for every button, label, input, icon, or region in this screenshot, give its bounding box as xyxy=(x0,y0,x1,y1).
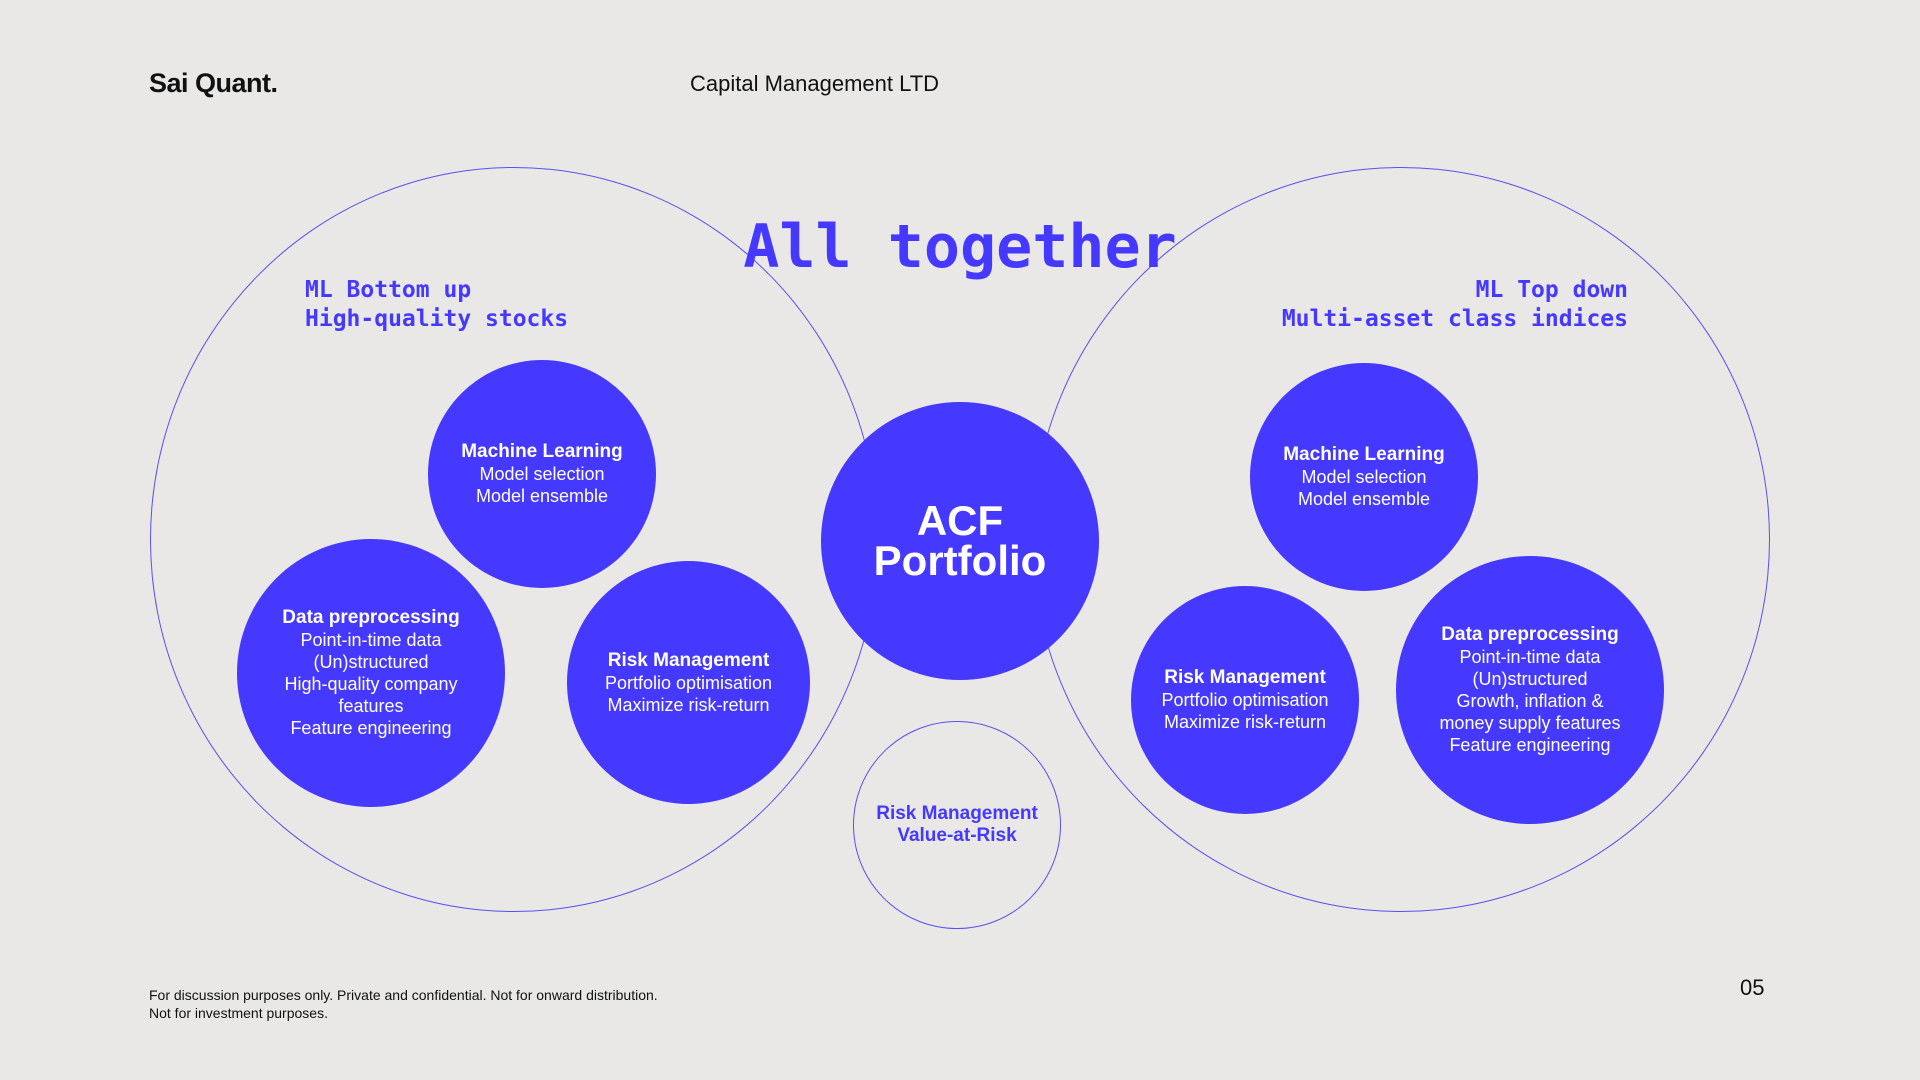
logo: Sai Quant. xyxy=(149,68,278,98)
bubble-line: Point-in-time data xyxy=(1459,647,1601,667)
bubble-line: Model selection xyxy=(1301,467,1427,487)
right-machine-learning-bubble: Machine Learning Model selection Model e… xyxy=(1250,363,1478,591)
bubble-title: Risk Management xyxy=(1164,667,1326,688)
left-group-title-line1: ML Bottom up xyxy=(305,277,472,303)
bubble-title: Risk Management xyxy=(607,649,770,671)
acf-portfolio-bubble: ACF Portfolio xyxy=(821,402,1099,680)
bubble-line: Feature engineering xyxy=(1449,735,1611,755)
bubble-line: Model ensemble xyxy=(475,486,609,506)
bubble-line: Feature engineering xyxy=(290,718,452,738)
bubble-line: (Un)structured xyxy=(313,652,429,672)
right-group-title-line1: ML Top down xyxy=(1475,277,1628,303)
left-group-title: ML Bottom up High-quality stocks xyxy=(305,276,568,334)
bubble-line: Model ensemble xyxy=(1297,489,1431,509)
bubble-line: Maximize risk-return xyxy=(1163,712,1327,732)
bubble-line: (Un)structured xyxy=(1472,669,1588,689)
center-line1: ACF xyxy=(916,497,1004,544)
left-group-title-line2: High-quality stocks xyxy=(305,306,569,332)
disclaimer: For discussion purposes only. Private an… xyxy=(149,987,658,1021)
bubble-title: Data preprocessing xyxy=(1441,624,1619,645)
bubble-line: Portfolio optimisation xyxy=(1161,690,1329,710)
left-risk-management-bubble: Risk Management Portfolio optimisation M… xyxy=(567,561,810,804)
right-data-preprocessing-bubble: Data preprocessing Point-in-time data (U… xyxy=(1396,556,1664,824)
bubble-line: Point-in-time data xyxy=(300,630,442,650)
right-group-title: ML Top down Multi-asset class indices xyxy=(1282,276,1628,334)
bottom-bubble-line2: Value-at-Risk xyxy=(897,825,1017,846)
bottom-bubble-line1: Risk Management xyxy=(876,803,1038,824)
right-risk-management-bubble: Risk Management Portfolio optimisation M… xyxy=(1131,586,1359,814)
center-line2: Portfolio xyxy=(873,537,1047,584)
page-number: 05 xyxy=(1740,975,1765,1000)
risk-management-var-bubble: Risk Management Value-at-Risk xyxy=(853,721,1061,929)
left-machine-learning-bubble: Machine Learning Model selection Model e… xyxy=(428,360,656,588)
bubble-title: Data preprocessing xyxy=(282,607,460,628)
bubble-title: Machine Learning xyxy=(1283,444,1445,465)
bubble-line: Growth, inflation & xyxy=(1456,691,1604,711)
bubble-line: Portfolio optimisation xyxy=(604,672,773,693)
bubble-line: High-quality company xyxy=(284,674,458,694)
slide-title: All together xyxy=(743,212,1177,282)
company-name: Capital Management LTD xyxy=(690,71,940,96)
left-data-preprocessing-bubble: Data preprocessing Point-in-time data (U… xyxy=(237,539,505,807)
right-group-title-line2: Multi-asset class indices xyxy=(1281,306,1628,332)
bubble-line: money supply features xyxy=(1439,713,1621,733)
bubble-line: Model selection xyxy=(479,464,605,484)
bubble-title: Machine Learning xyxy=(461,441,623,462)
bubble-line: features xyxy=(338,696,404,716)
bubble-line: Maximize risk-return xyxy=(607,694,770,715)
